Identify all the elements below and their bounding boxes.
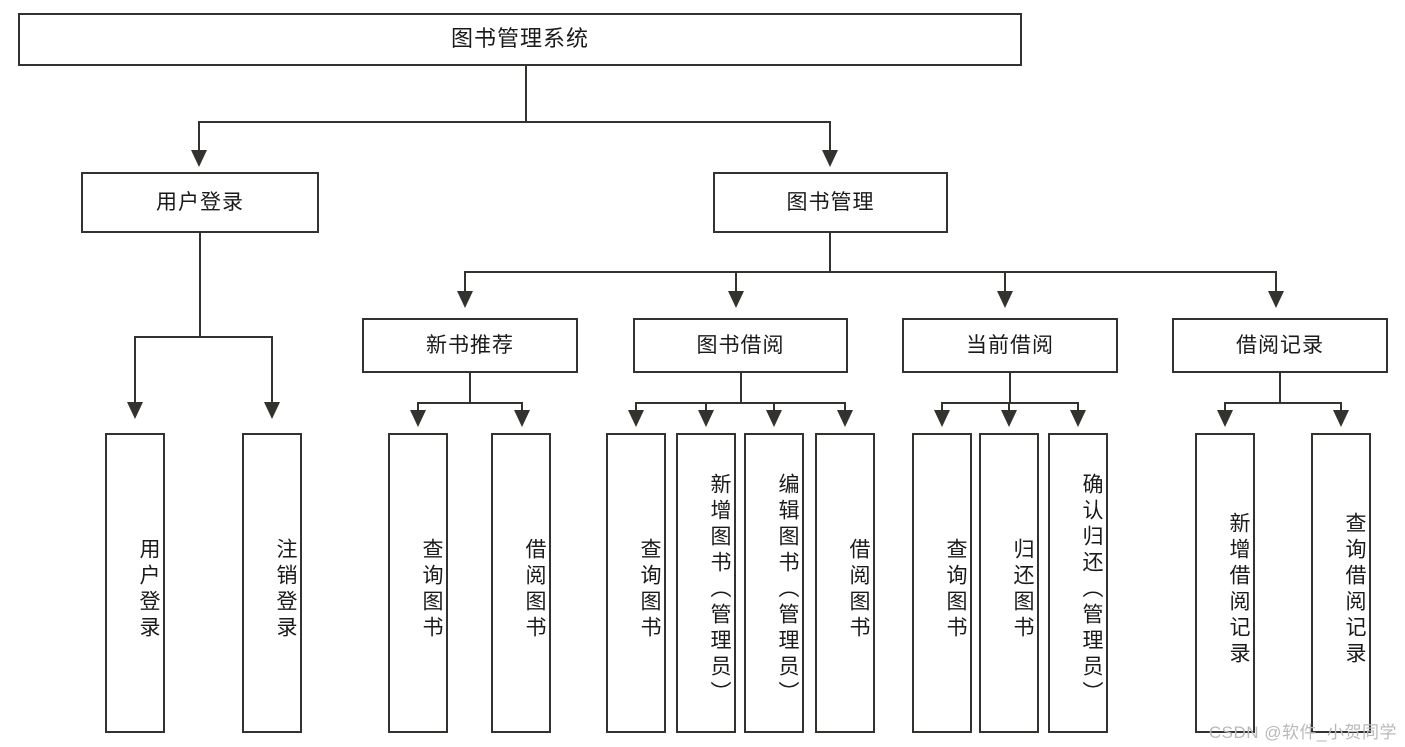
connector-borrow-record-child-2 xyxy=(1340,402,1342,412)
node-label: 图书管理 xyxy=(786,190,875,214)
connector-user-login-bus xyxy=(134,336,272,338)
connector-user-login-child-1 xyxy=(134,336,136,404)
node-label: 当前借阅 xyxy=(966,333,1054,357)
arrow-root-to-user-login xyxy=(191,150,207,167)
leaf-new-book-2[interactable]: 借阅图书 xyxy=(491,433,551,733)
connector-book-management-bus xyxy=(464,271,1276,273)
leaf-new-book-1[interactable]: 查询图书 xyxy=(388,433,448,733)
connector-book-borrow-child-2 xyxy=(705,402,707,412)
arrow-new-book-child-1 xyxy=(410,410,426,427)
connector-root-stem xyxy=(525,66,527,122)
connector-bm-to-current-borrow xyxy=(1004,271,1006,293)
arrow-current-borrow-child-1 xyxy=(934,410,950,427)
leaf-book-borrow-1[interactable]: 查询图书 xyxy=(606,433,666,733)
leaf-borrow-record-1[interactable]: 新增借阅记录 xyxy=(1195,433,1255,733)
connector-borrow-record-bus xyxy=(1224,402,1341,404)
connector-bm-to-borrow-record xyxy=(1275,271,1277,293)
arrow-current-borrow-child-2 xyxy=(1001,410,1017,427)
connector-new-book-child-1 xyxy=(417,402,419,412)
leaf-book-borrow-4[interactable]: 借阅图书 xyxy=(815,433,875,733)
connector-root-to-book-management xyxy=(829,121,831,153)
connector-book-borrow-stem xyxy=(740,373,742,403)
arrow-bm-to-borrow-record xyxy=(1268,291,1284,308)
node-current-borrow[interactable]: 当前借阅 xyxy=(902,318,1118,373)
connector-book-borrow-child-4 xyxy=(844,402,846,412)
node-label: 图书借阅 xyxy=(696,333,785,357)
node-label: 查询图书 xyxy=(638,538,661,642)
node-new-book-recommend[interactable]: 新书推荐 xyxy=(362,318,578,373)
connector-current-borrow-child-1 xyxy=(941,402,943,412)
connector-borrow-record-stem xyxy=(1279,373,1281,403)
leaf-user-login-2[interactable]: 注销登录 xyxy=(242,433,302,733)
leaf-borrow-record-2[interactable]: 查询借阅记录 xyxy=(1311,433,1371,733)
arrow-borrow-record-child-2 xyxy=(1333,410,1349,427)
node-label: 编辑图书（管理员） xyxy=(776,473,799,707)
leaf-current-borrow-1[interactable]: 查询图书 xyxy=(912,433,972,733)
connector-book-borrow-child-3 xyxy=(773,402,775,412)
node-label: 借阅图书 xyxy=(847,538,870,642)
node-root-book-management-system[interactable]: 图书管理系统 xyxy=(18,13,1022,66)
arrow-user-login-child-2 xyxy=(264,402,280,419)
node-user-login[interactable]: 用户登录 xyxy=(81,172,319,233)
arrow-bm-to-current-borrow xyxy=(997,291,1013,308)
node-borrow-record[interactable]: 借阅记录 xyxy=(1172,318,1388,373)
connector-book-borrow-bus xyxy=(635,402,845,404)
leaf-user-login-1[interactable]: 用户登录 xyxy=(105,433,165,733)
connector-borrow-record-child-1 xyxy=(1224,402,1226,412)
arrow-bm-to-book-borrow xyxy=(728,291,744,308)
csdn-watermark: CSDN @软件_小贺同学 xyxy=(1208,723,1397,742)
node-label: 用户登录 xyxy=(156,190,244,214)
leaf-current-borrow-3[interactable]: 确认归还（管理员） xyxy=(1048,433,1108,733)
arrow-user-login-child-1 xyxy=(127,402,143,419)
node-label: 用户登录 xyxy=(137,538,160,642)
arrow-book-borrow-child-1 xyxy=(628,410,644,427)
node-label: 新增借阅记录 xyxy=(1227,512,1250,668)
leaf-book-borrow-2[interactable]: 新增图书（管理员） xyxy=(676,433,736,733)
node-label: 图书管理系统 xyxy=(450,26,589,52)
node-label: 查询借阅记录 xyxy=(1343,512,1366,668)
arrow-book-borrow-child-4 xyxy=(837,410,853,427)
leaf-book-borrow-3[interactable]: 编辑图书（管理员） xyxy=(744,433,804,733)
connector-new-book-stem xyxy=(469,373,471,403)
arrow-book-borrow-child-3 xyxy=(766,410,782,427)
arrow-book-borrow-child-2 xyxy=(698,410,714,427)
connector-new-book-child-2 xyxy=(521,402,523,412)
connector-new-book-bus xyxy=(417,402,522,404)
arrow-new-book-child-2 xyxy=(514,410,530,427)
node-label: 注销登录 xyxy=(274,538,297,642)
arrow-current-borrow-child-3 xyxy=(1070,410,1086,427)
connector-user-login-child-2 xyxy=(271,336,273,404)
arrow-bm-to-new-book xyxy=(457,291,473,308)
node-label: 确认归还（管理员） xyxy=(1080,473,1103,707)
node-label: 借阅图书 xyxy=(523,538,546,642)
node-book-borrow[interactable]: 图书借阅 xyxy=(633,318,848,373)
node-label: 新增图书（管理员） xyxy=(708,473,731,707)
connector-current-borrow-child-2 xyxy=(1008,402,1010,412)
connector-root-to-user-login xyxy=(198,121,200,153)
leaf-current-borrow-2[interactable]: 归还图书 xyxy=(979,433,1039,733)
node-label: 新书推荐 xyxy=(426,333,514,357)
node-label: 借阅记录 xyxy=(1236,333,1324,357)
connector-book-borrow-child-1 xyxy=(635,402,637,412)
node-label: 归还图书 xyxy=(1011,538,1034,642)
connector-root-bus xyxy=(198,121,830,123)
connector-bm-to-new-book xyxy=(464,271,466,293)
connector-current-borrow-stem xyxy=(1009,373,1011,403)
connector-book-management-stem xyxy=(829,233,831,272)
node-label: 查询图书 xyxy=(420,538,443,642)
arrow-borrow-record-child-1 xyxy=(1217,410,1233,427)
connector-current-borrow-child-3 xyxy=(1077,402,1079,412)
node-book-management[interactable]: 图书管理 xyxy=(713,172,948,233)
connector-bm-to-book-borrow xyxy=(735,271,737,293)
connector-user-login-stem xyxy=(199,233,201,337)
arrow-root-to-book-management xyxy=(822,150,838,167)
node-label: 查询图书 xyxy=(944,538,967,642)
